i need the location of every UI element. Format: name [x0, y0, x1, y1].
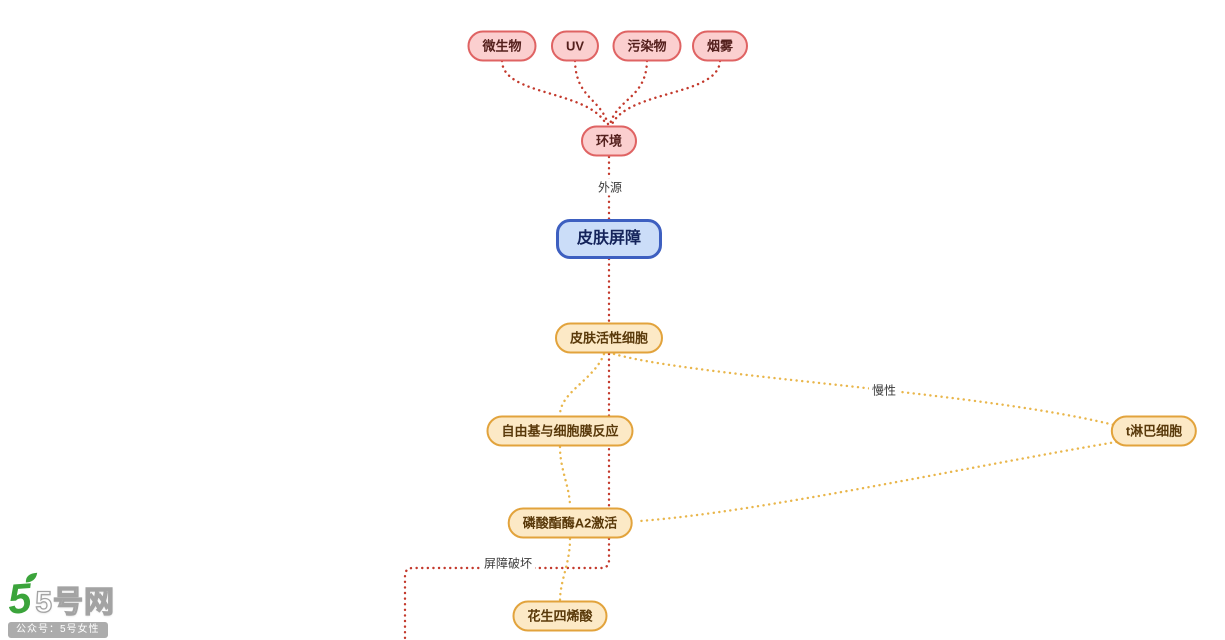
node-free-radical: 自由基与细胞膜反应 [486, 415, 634, 447]
site-logo: 5 [6, 572, 38, 623]
edge-label-chronic: 慢性 [868, 381, 900, 399]
edge-pollutant-environment [608, 59, 649, 126]
edge-free-radical-phospholipase [558, 445, 572, 509]
edge-phospholipase-arachidonic [558, 537, 572, 603]
edge-uv-environment [573, 59, 610, 126]
edge-microbe-environment [500, 59, 608, 126]
node-environment: 环境 [580, 125, 638, 157]
watermark-subtitle: 公众号：5号女性 [8, 622, 108, 638]
node-t-lymphocyte: t淋巴细胞 [1110, 415, 1198, 447]
site-name: 5号网 [35, 586, 116, 619]
edge-skin-active-cell-barrier-damage [403, 352, 611, 640]
node-skin-barrier: 皮肤屏障 [555, 219, 663, 259]
edge-t-lymphocyte-phospholipase [638, 439, 1124, 523]
edge-label-barrier-damage: 屏障破坏 [480, 554, 536, 572]
node-smoke: 烟雾 [691, 30, 749, 62]
node-skin-active-cell: 皮肤活性细胞 [554, 322, 664, 354]
node-microbe: 微生物 [467, 30, 537, 62]
node-arachidonic-acid: 花生四烯酸 [512, 600, 608, 632]
node-uv: UV [550, 30, 600, 62]
leaf-icon [26, 572, 38, 583]
edge-smoke-environment [610, 59, 722, 126]
watermark: 5 5号网 公众号：5号女性 [6, 572, 116, 638]
edge-label-exogenous: 外源 [594, 178, 626, 196]
node-pollutant: 污染物 [612, 30, 682, 62]
node-phospholipase-a2: 磷酸酯酶A2激活 [507, 507, 633, 539]
edge-skin-active-cell-free-radical [558, 352, 606, 417]
